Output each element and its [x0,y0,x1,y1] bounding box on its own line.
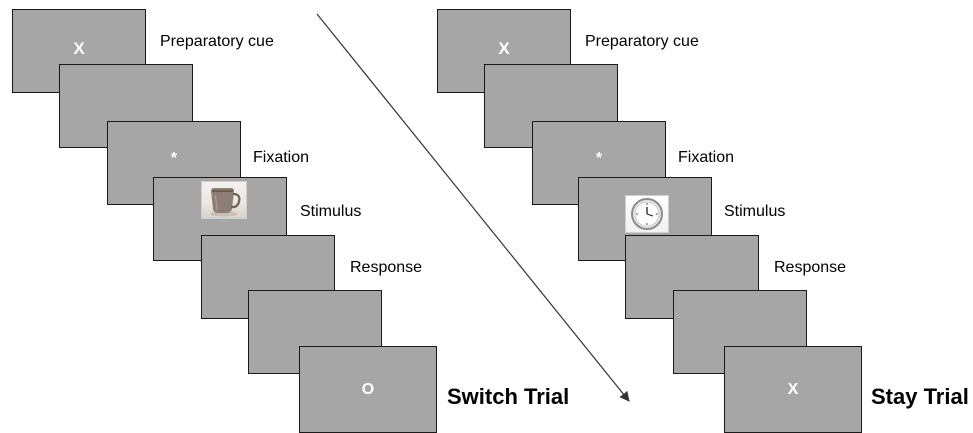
switch-trial-title: Switch Trial [447,384,570,409]
feedback-symbol: O [361,381,375,398]
fixation-symbol: * [170,150,178,167]
teacup-icon [201,181,247,219]
label-response: Response [774,259,847,276]
screen-stimulus [578,177,712,261]
label-response: Response [350,259,423,276]
wall-clock-icon [625,195,669,233]
label-preparatory-cue: Preparatory cue [160,33,274,50]
label-fixation: Fixation [253,149,310,166]
cue-symbol: X [73,39,85,58]
label-preparatory-cue: Preparatory cue [585,33,699,50]
label-stimulus: Stimulus [300,203,362,220]
screen-feedback: X [724,346,862,433]
screen-feedback: O [299,346,437,433]
feedback-symbol: X [787,381,799,398]
stay-trial-title: Stay Trial [871,384,969,409]
fixation-symbol: * [595,150,603,167]
cue-symbol: X [498,39,510,58]
label-stimulus: Stimulus [724,203,786,220]
label-fixation: Fixation [678,149,735,166]
